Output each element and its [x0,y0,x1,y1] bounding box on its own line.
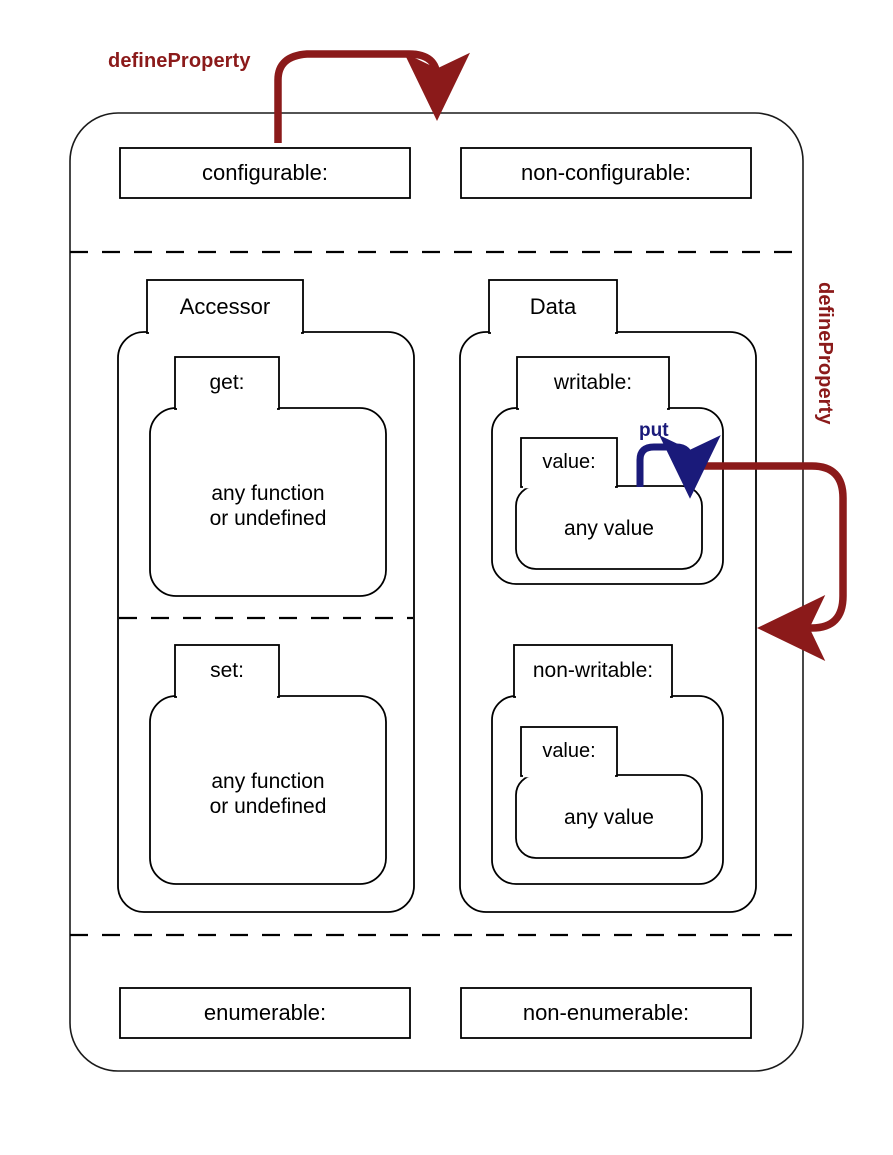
slot-get-tab [174,356,280,410]
slot-non-writable-value-tab [520,726,618,777]
box-non-enumerable[interactable] [460,987,752,1039]
define-property-right-label: defineProperty [814,282,836,425]
slot-non-writable-tab [513,644,673,698]
put-label: put [639,420,669,441]
slot-writable-value-tab [520,437,618,488]
define-property-top-label: defineProperty [108,50,251,72]
slot-non-writable-value-box[interactable] [515,774,703,859]
slot-set-value-box[interactable] [149,695,387,885]
define-property-top-arrow [274,50,470,143]
slot-set-tab [174,644,280,698]
panel-data-tab [488,279,618,334]
slot-writable-value-box[interactable] [515,485,703,570]
panel-accessor-tab [146,279,304,334]
put-arrow [636,435,721,499]
define-property-right-arrow [700,462,847,661]
slot-get-value-box[interactable] [149,407,387,597]
box-non-configurable[interactable] [460,147,752,199]
box-configurable[interactable] [119,147,411,199]
slot-writable-tab [516,356,670,410]
box-enumerable[interactable] [119,987,411,1039]
